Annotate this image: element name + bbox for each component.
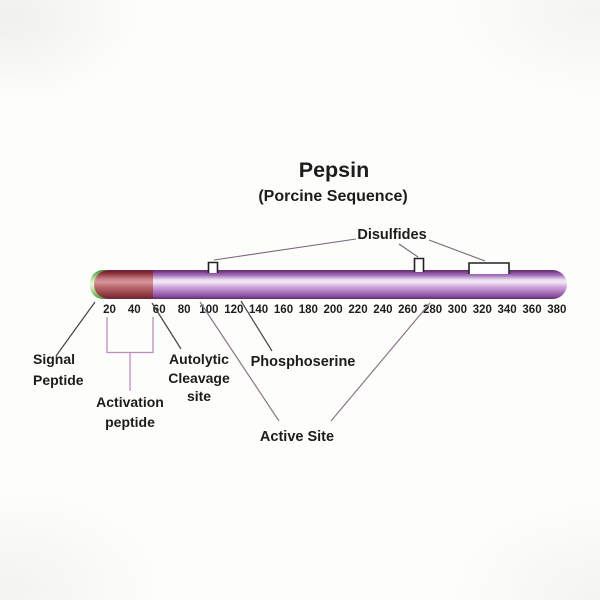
disulfide-bracket-icon-2	[413, 257, 425, 272]
ruler-tick-label: 280	[423, 304, 442, 316]
ruler-tick-label: 200	[324, 304, 343, 316]
ruler-tick-label: 240	[373, 304, 392, 316]
disulfide-bracket-icon-3	[468, 262, 510, 274]
ruler-tick-label: 220	[348, 304, 367, 316]
phosphoserine-leader	[240, 300, 273, 352]
activation-peptide-label-line2: peptide	[105, 414, 155, 430]
signal-peptide-label-line1: Signal	[33, 351, 75, 367]
diagram-subtitle: (Porcine Sequence)	[258, 188, 407, 205]
activation-peptide-label-line1: Activation	[96, 394, 164, 410]
ruler-tick-label: 40	[128, 304, 141, 316]
ruler-tick-label: 380	[547, 304, 566, 316]
sequence-bar-mature-chain	[90, 270, 567, 299]
disulfide-bracket-icon-1	[207, 261, 219, 273]
autolytic-cleavage-label-line1: Autolytic	[169, 351, 229, 367]
autolytic-leader	[151, 302, 182, 350]
ruler-tick-label: 140	[249, 304, 268, 316]
residue-ruler: 20 40 60 80 100 120 140 160 180 200 220 240 260 280 30…	[103, 304, 566, 316]
signal-peptide-label-line2: Peptide	[33, 372, 84, 388]
ruler-tick-label: 60	[153, 304, 166, 316]
disulfide-leader-right	[428, 239, 486, 262]
ruler-tick-label: 260	[398, 304, 417, 316]
ruler-tick-label: 360	[522, 304, 541, 316]
active-site-label: Active Site	[260, 429, 334, 445]
ruler-tick-label: 80	[178, 304, 191, 316]
phosphoserine-label: Phosphoserine	[251, 354, 356, 370]
activation-peptide-bracket	[106, 317, 154, 354]
ruler-tick-label: 180	[299, 304, 318, 316]
disulfide-leader-left	[213, 238, 357, 261]
autolytic-cleavage-label-line2: Cleavage	[168, 370, 230, 386]
disulfide-leader-middle	[398, 243, 419, 258]
ruler-tick-label: 300	[448, 304, 467, 316]
ruler-tick-label: 320	[473, 304, 492, 316]
ruler-tick-label: 340	[498, 304, 517, 316]
ruler-tick-label: 100	[199, 304, 218, 316]
active-site-leader-right	[330, 302, 431, 422]
ruler-tick-label: 20	[103, 304, 116, 316]
signal-peptide-leader	[55, 301, 96, 357]
disulfides-label: Disulfides	[357, 227, 426, 243]
ruler-tick-label: 120	[224, 304, 243, 316]
diagram-title: Pepsin	[299, 158, 370, 182]
autolytic-cleavage-label-line3: site	[187, 388, 211, 404]
active-site-leader-left	[199, 301, 280, 422]
sequence-bar-activation-peptide	[93, 270, 153, 299]
ruler-tick-label: 160	[274, 304, 293, 316]
